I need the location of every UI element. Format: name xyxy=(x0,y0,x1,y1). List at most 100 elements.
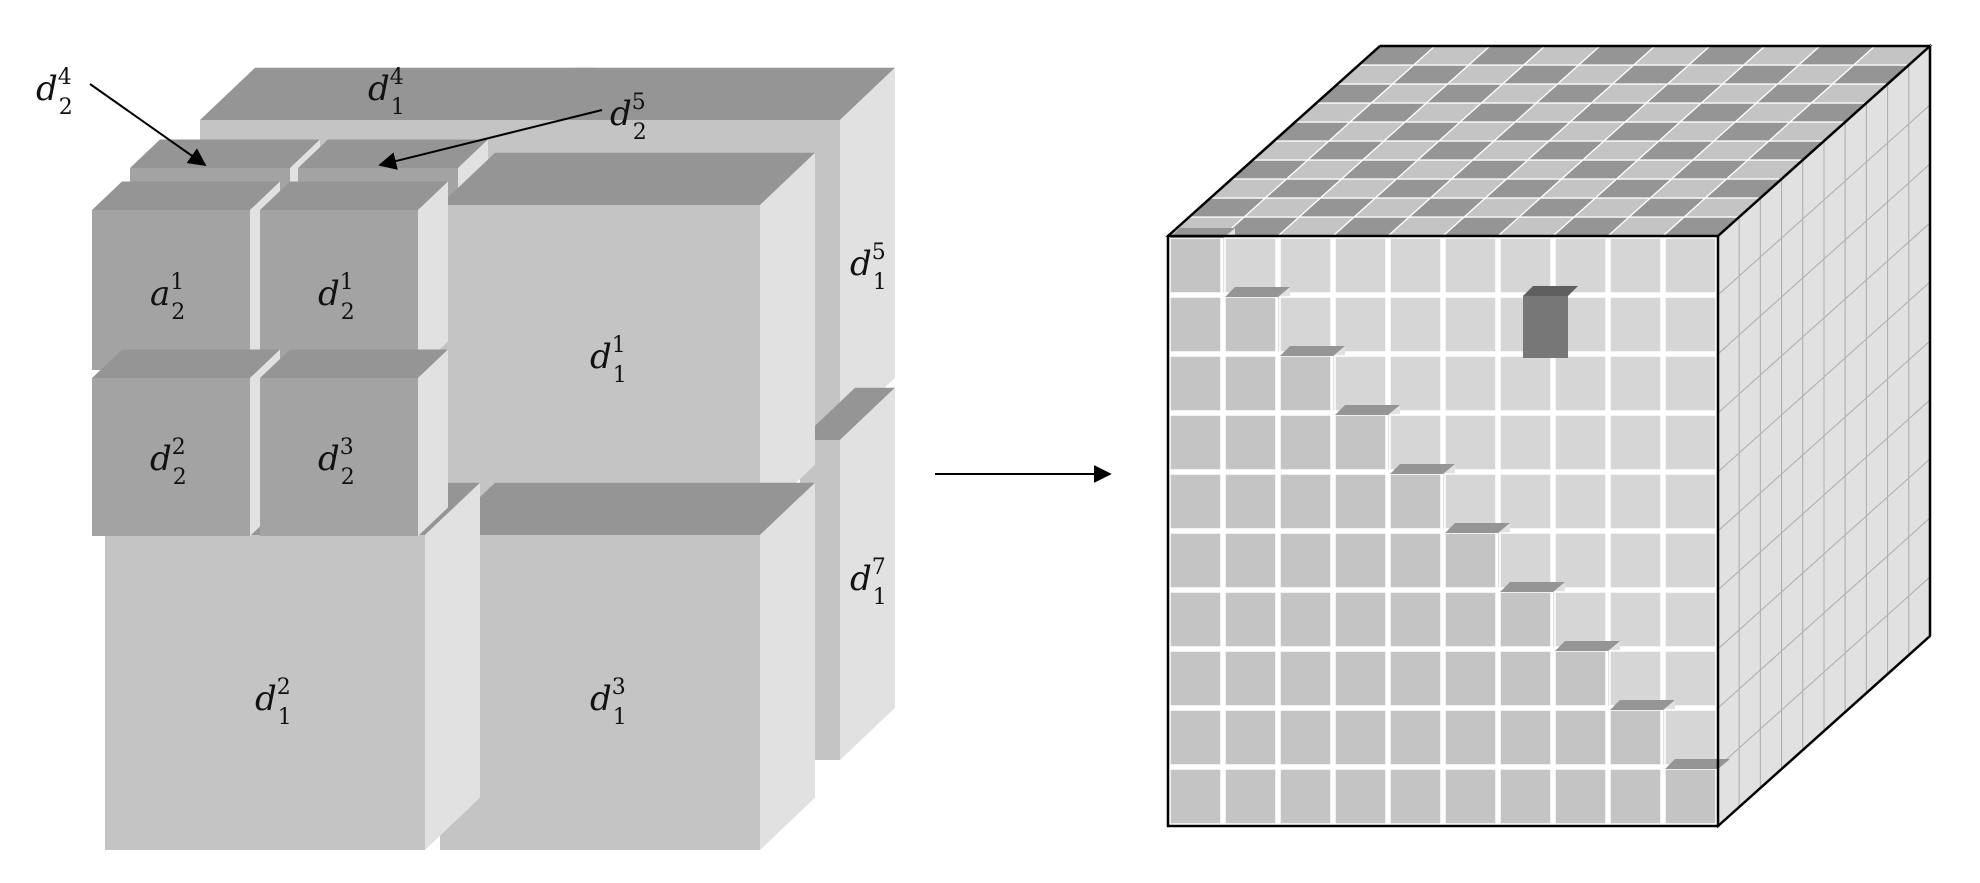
voxel-front xyxy=(1499,591,1552,648)
voxel-front xyxy=(1664,532,1717,589)
voxel-front xyxy=(1609,650,1662,707)
voxel-front xyxy=(1334,532,1387,589)
voxel-front xyxy=(1169,473,1222,530)
voxel-front xyxy=(1279,768,1332,825)
voxel-front xyxy=(1334,768,1387,825)
voxel-front xyxy=(1554,768,1607,825)
voxel-front xyxy=(1224,355,1277,412)
voxel-front xyxy=(1444,591,1497,648)
voxel-front xyxy=(1279,473,1332,530)
voxel-front xyxy=(1224,414,1277,471)
voxel-front xyxy=(1279,709,1332,766)
voxel-front xyxy=(1554,355,1607,412)
voxel-front xyxy=(1334,237,1387,294)
voxel-front xyxy=(1444,414,1497,471)
voxel-front xyxy=(1664,296,1717,353)
voxel-front xyxy=(1224,237,1277,294)
voxel-front xyxy=(1664,768,1717,825)
subband-block-decomposition xyxy=(92,67,895,850)
voxel-front xyxy=(1389,532,1442,589)
voxel-front xyxy=(1334,473,1387,530)
block-d1-2 xyxy=(105,482,480,850)
voxel-front xyxy=(1499,709,1552,766)
voxel-front xyxy=(1609,768,1662,825)
voxel-front xyxy=(1224,296,1277,353)
voxel-front xyxy=(1664,591,1717,648)
voxel-front xyxy=(1169,768,1222,825)
voxel-front xyxy=(1224,768,1277,825)
voxel-front xyxy=(1499,768,1552,825)
voxel-front xyxy=(1279,650,1332,707)
block-d1-1 xyxy=(440,152,815,517)
voxel-front xyxy=(1554,591,1607,648)
voxel-front xyxy=(1334,650,1387,707)
voxel-front xyxy=(1389,414,1442,471)
voxel-front xyxy=(1389,237,1442,294)
voxel-front xyxy=(1499,532,1552,589)
block-d2-1 xyxy=(260,181,448,370)
voxel-front xyxy=(1444,355,1497,412)
voxel-front xyxy=(1279,296,1332,353)
voxel-front xyxy=(1554,237,1607,294)
voxel-front xyxy=(1389,768,1442,825)
block-d1-3 xyxy=(440,482,815,850)
voxel-front xyxy=(1224,709,1277,766)
voxel-front xyxy=(1664,473,1717,530)
voxel-front xyxy=(1169,296,1222,353)
voxel-front xyxy=(1444,296,1497,353)
voxel-front xyxy=(1609,591,1662,648)
voxel-front xyxy=(1279,414,1332,471)
voxel-front xyxy=(1389,591,1442,648)
voxel-front xyxy=(1169,532,1222,589)
block-d2-2 xyxy=(92,349,280,536)
highlighted-voxel xyxy=(1523,296,1568,358)
voxel-front xyxy=(1169,414,1222,471)
block-d2-3 xyxy=(260,349,448,536)
voxel-front xyxy=(1444,650,1497,707)
voxel-front xyxy=(1279,591,1332,648)
voxel-front xyxy=(1499,414,1552,471)
voxel-front xyxy=(1279,237,1332,294)
voxel-front xyxy=(1609,355,1662,412)
voxel-front xyxy=(1169,237,1222,294)
voxel-front xyxy=(1554,709,1607,766)
voxel-front xyxy=(1224,532,1277,589)
voxel-front xyxy=(1664,355,1717,412)
voxel-front xyxy=(1664,237,1717,294)
voxel-front xyxy=(1609,296,1662,353)
voxel-front xyxy=(1169,591,1222,648)
voxel-front xyxy=(1444,709,1497,766)
voxel-front xyxy=(1664,414,1717,471)
voxel-front xyxy=(1554,650,1607,707)
voxel-front xyxy=(1499,237,1552,294)
voxel-front xyxy=(1444,532,1497,589)
voxel-front xyxy=(1334,296,1387,353)
voxel-front xyxy=(1334,414,1387,471)
voxel-front xyxy=(1664,650,1717,707)
cube-front-outline xyxy=(1166,234,1720,828)
voxel-front xyxy=(1334,355,1387,412)
voxel-front xyxy=(1609,414,1662,471)
voxel-front xyxy=(1169,355,1222,412)
voxel-front xyxy=(1444,768,1497,825)
voxel-cube xyxy=(1165,43,1933,829)
block-a2-1 xyxy=(92,181,280,370)
voxel-front xyxy=(1609,709,1662,766)
voxel-front xyxy=(1609,473,1662,530)
voxel-front xyxy=(1334,591,1387,648)
voxel-front xyxy=(1499,650,1552,707)
voxel-front xyxy=(1389,473,1442,530)
voxel-front xyxy=(1334,709,1387,766)
